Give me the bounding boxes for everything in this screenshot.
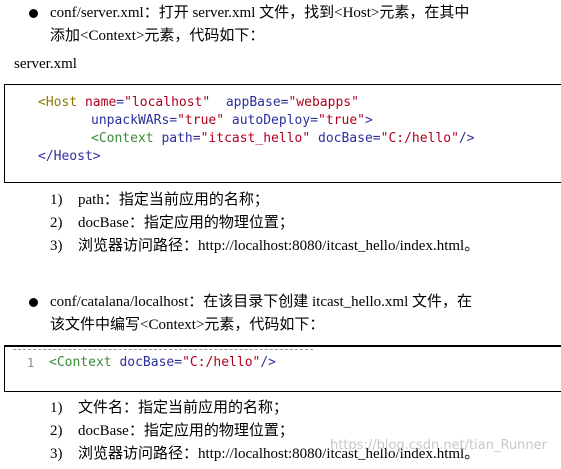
watermark: https://blog.csdn.net/tian_Runner (330, 438, 547, 453)
section1-line2: 添加<Context>元素，代码如下： (50, 28, 265, 44)
code-line-4: </Heost> (38, 149, 101, 164)
section2-line2: 该文件中编写<Context>元素，代码如下： (50, 317, 325, 333)
file-label: server.xml (14, 56, 77, 72)
list-item: 1)path：指定当前应用的名称； (50, 192, 269, 208)
list-item: 1)文件名：指定当前应用的名称； (50, 400, 289, 416)
code-line-1: <Host name="localhost" appBase="webapps" (38, 95, 359, 110)
bullet-icon (29, 9, 38, 18)
code-top-rule (13, 349, 313, 350)
list-item: 2)docBase：指定应用的物理位置； (50, 215, 294, 231)
code-block-server-xml: <Host name="localhost" appBase="webapps"… (4, 84, 561, 183)
code-line-3: <Context path="itcast_hello" docBase="C:… (91, 131, 475, 146)
bullet-icon (29, 298, 38, 307)
section2-line1: conf/catalana/localhost：在该目录下创建 itcast_h… (50, 294, 473, 310)
section1-line1: conf/server.xml：打开 server.xml 文件，找到<Host… (50, 5, 470, 21)
list-item: 3)浏览器访问路径：http://localhost:8080/itcast_h… (50, 446, 480, 462)
code-line-2: unpackWARs="true" autoDeploy="true"> (91, 113, 373, 128)
line-number: 1 (27, 356, 35, 370)
code-block-context-xml: 1 <Context docBase="C:/hello"/> (4, 345, 561, 392)
code-line-1: <Context docBase="C:/hello"/> (49, 355, 277, 370)
list-item: 3)浏览器访问路径：http://localhost:8080/itcast_h… (50, 238, 480, 254)
list-item: 2)docBase：指定应用的物理位置； (50, 423, 294, 439)
